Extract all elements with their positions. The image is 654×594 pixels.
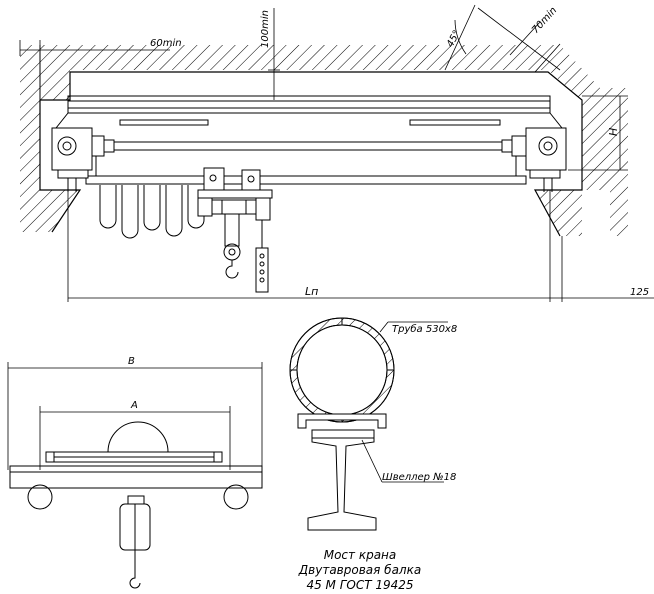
channel xyxy=(297,413,387,429)
callout-pipe: Труба 530х8 xyxy=(392,323,457,335)
caption-line-2: Двутавровая балка xyxy=(298,563,422,577)
electric-hoist xyxy=(197,167,273,293)
side-view xyxy=(9,421,263,589)
bridge-beam xyxy=(67,95,551,114)
dim-h: H xyxy=(607,128,620,136)
festoon-cables xyxy=(99,185,205,239)
dim-125: 125 xyxy=(630,287,649,298)
beam-section xyxy=(289,317,395,531)
left-wall-hatch xyxy=(20,45,40,232)
dim-a: A xyxy=(130,400,138,411)
right-ledge-hatch xyxy=(535,190,582,236)
crane-bridge xyxy=(51,95,567,293)
dim-60min: 60min xyxy=(150,38,182,49)
dim-100min: 100min xyxy=(260,10,271,48)
building-section xyxy=(20,45,628,237)
callout-leaders xyxy=(361,321,448,483)
bridge-beam-section xyxy=(107,421,169,453)
side-dimension-lines xyxy=(7,362,263,470)
callout-channel: Швеллер №18 xyxy=(382,472,456,483)
end-truck-right xyxy=(525,127,567,171)
ceiling-hatch xyxy=(40,45,628,100)
caption-line-1: Мост крана xyxy=(323,548,397,562)
right-wall-hatch xyxy=(582,100,628,236)
dim-b: B xyxy=(128,356,135,367)
dim-70min: 70min xyxy=(530,5,559,36)
dim-span: Lп xyxy=(305,285,318,298)
i-beam xyxy=(307,429,377,531)
left-ledge-hatch xyxy=(40,190,80,232)
caption-line-3: 45 М ГОСТ 19425 xyxy=(306,578,414,592)
dimension-lines xyxy=(19,4,654,302)
end-carriage xyxy=(9,465,263,489)
